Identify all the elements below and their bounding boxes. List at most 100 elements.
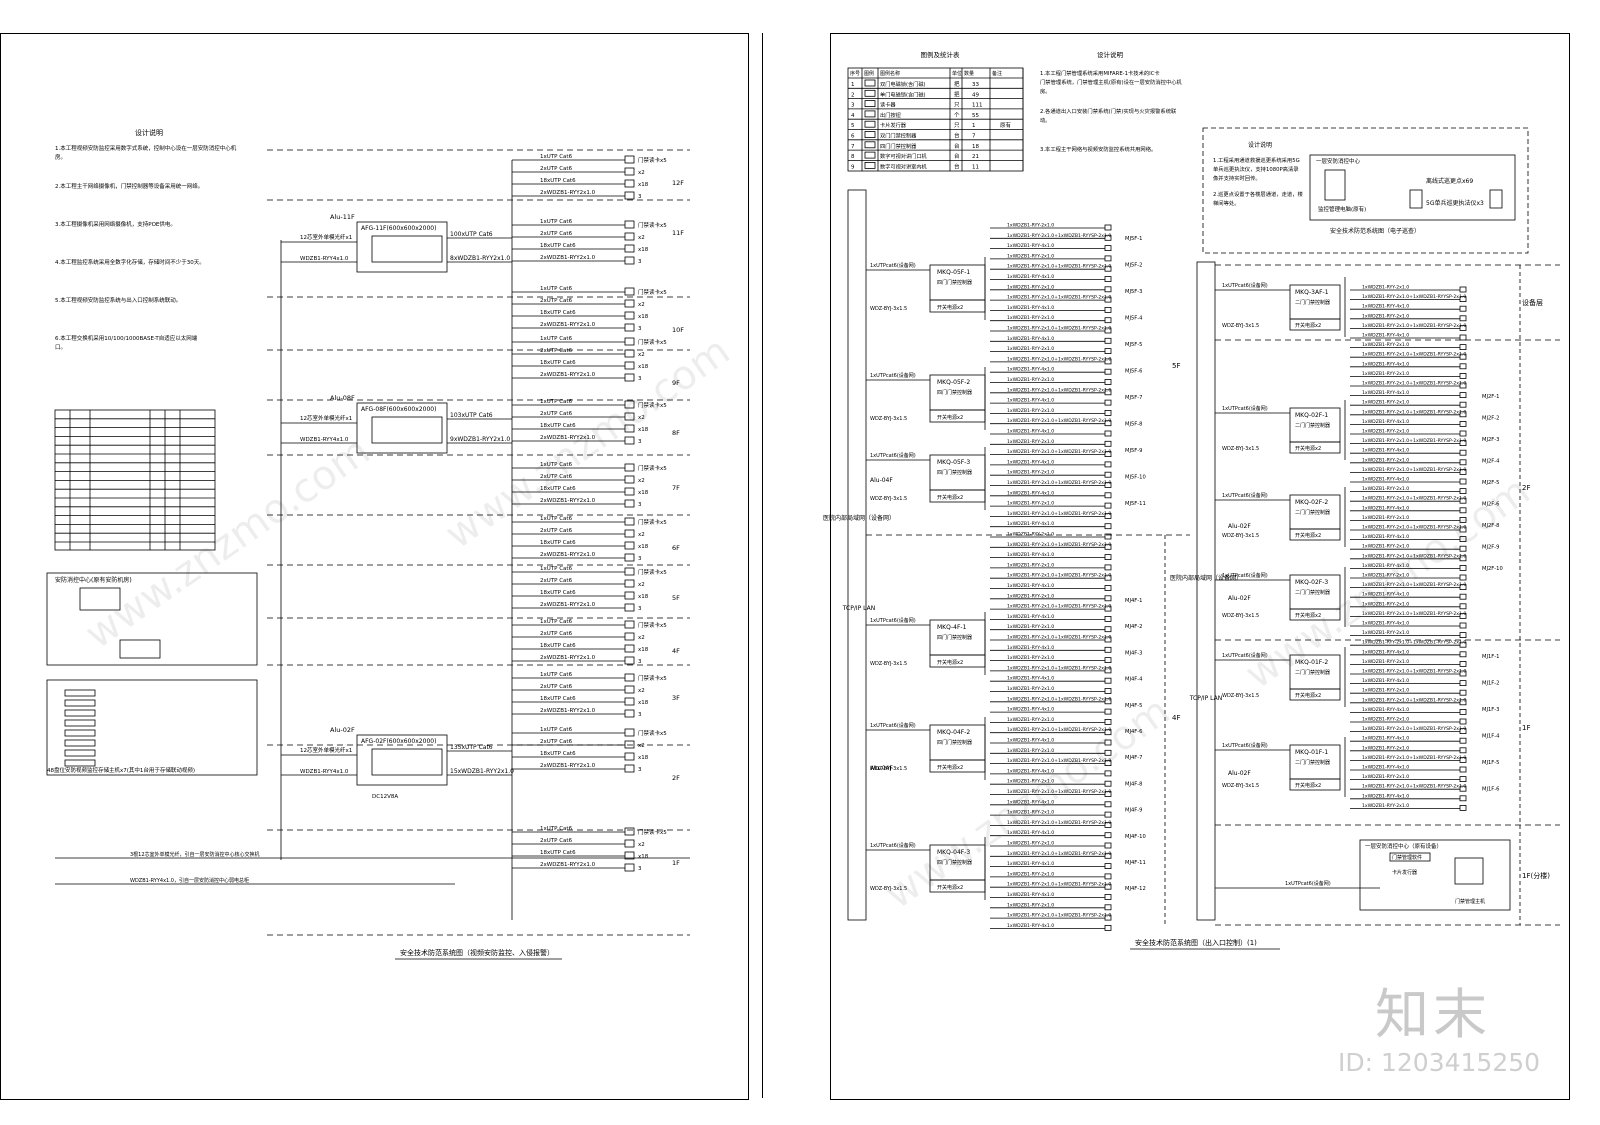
door-cable-label: 1xWDZB1-RYY-2x1.0 [1007,779,1054,785]
lock-symbol [1459,757,1467,763]
door-id: MJ2F-8 [1482,523,1499,529]
door-cable-label: 1xWDZB1-RYY-2x1.0+1xWDZB1-RYYSP-2x1.0 [1362,755,1466,761]
power-label: WDZ-BYJ-3x1.5 [1222,783,1259,789]
door-cable-label: 1xWDZB1-RYY-2x1.0+1xWDZB1-RYYSP-2x1.0 [1007,511,1111,517]
legend-unit: 台 [954,152,960,160]
psu-label: 开关电源x2 [1295,612,1321,619]
lock-symbol [1459,805,1467,811]
door-cable-label: 1xWDZB1-RYY-2x1.0+1xWDZB1-RYYSP-2x1.0 [1007,604,1111,610]
door-id: MJ4F-5 [1125,703,1142,709]
door-cable-label: 1xWDZB1-RYY-4x1.0 [1362,563,1409,569]
floor-label: 1F [1522,724,1530,732]
floor-label: 2F [1522,484,1530,492]
patrol-diagram [1309,154,1516,221]
door-id: MJ4F-4 [1125,677,1143,683]
door-cable-label: 1xWDZB1-RYY-2x1.0+1xWDZB1-RYYSP-2x1.0 [1362,784,1466,790]
device-count: x2 [638,352,645,358]
device-count: 门禁读卡x5 [638,568,667,576]
legend-symbol [864,151,876,159]
controller-type: 二门门禁控制器 [1295,669,1330,676]
lock-symbol [1459,286,1467,293]
lock-symbol [1104,327,1112,334]
legend-index: 9 [851,164,855,170]
lock-symbol [1104,440,1112,447]
door-id: MJ4F-6 [1125,729,1142,735]
lock-symbol [1459,718,1467,725]
door-cable-label: 1xWDZB1-RYY-2x1.0 [1007,655,1054,661]
power-label: WDZ-BYJ-3x1.5 [1222,693,1259,699]
door-cable-label: 1xWDZB1-RYY-4x1.0 [1007,923,1054,929]
controller-type: 二门门禁控制器 [1295,422,1330,429]
device-count: x2 [638,635,645,641]
door-cable-label: 1xWDZB1-RYY-2x1.0+1xWDZB1-RYYSP-2x1.0 [1362,294,1466,300]
lock-symbol [1459,776,1467,782]
patrol-note: 单兵巡更执法仪，支持1080P高清录 [1213,165,1299,173]
legend-index: 4 [851,113,855,119]
door-cable-label: 1xWDZB1-RYY-4x1.0 [1007,521,1054,527]
device-count: x18 [638,364,649,370]
door-cable-label: 1xWDZB1-RYY-4x1.0 [1362,390,1409,396]
door-cable-label: 1xWDZB1-RYY-4x1.0 [1007,583,1054,589]
device-count: 3 [638,326,642,332]
door-id: MJ2F-4 [1482,459,1500,465]
legend-symbol [864,131,876,138]
device-count: 3 [638,376,642,382]
device-count: 门禁读卡x5 [638,156,667,164]
cabinet-name: Alu-11F [330,213,355,221]
door-cable-label: 1xWDZB1-RYY-4x1.0 [1362,534,1409,540]
door-cable-label: 1xWDZB1-RYY-2x1.0+1xWDZB1-RYYSP-2x1.0 [1007,233,1111,239]
device-symbol [624,220,635,229]
floor-label: 7F [672,484,680,492]
device-count: 门禁读卡x5 [638,621,667,629]
device-count: 门禁读卡x5 [638,464,667,472]
feed-label: 1xUTPcat6(设备网) [1285,880,1331,887]
patrol-center: 一层安防消控中心 [1316,157,1361,165]
device-symbol [624,863,635,872]
door-cable-label: 1xWDZB1-RYY-2x1.0+1xWDZB1-RYYSP-2x1.0 [1362,525,1466,531]
door-cable-label: 1xWDZB1-RYY-2x1.0 [1362,717,1409,723]
power-label: WDZ-BYJ-3x1.5 [870,416,907,422]
feed-label: 1xUTPcat6(设备网) [1222,282,1268,289]
door-cable-label: 1xWDZB1-RYY-2x1.0+1xWDZB1-RYYSP-2x1.0 [1362,582,1466,588]
door-cable-label: 1xWDZB1-RYY-4x1.0 [1007,707,1054,713]
device-symbol [624,579,635,588]
door-cable-label: 1xWDZB1-RYY-2x1.0 [1362,659,1409,665]
legend-name: 数字可视对讲室内机 [880,162,928,170]
power-label: WDZ-BYJ-3x1.5 [870,766,907,772]
feed-label: 1xUTPcat6(设备网) [870,452,916,459]
door-cable-label: 1xWDZB1-RYY-2x1.0 [1362,688,1409,694]
device-count: x18 [638,314,649,320]
door-cable-label: 1xWDZB1-RYY-2x1.0+1xWDZB1-RYYSP-2x1.0 [1007,727,1111,733]
patrol-manager: 监控管理电脑(原有) [1318,205,1366,213]
cable-label: 2xUTP Cat6 [540,838,573,844]
door-cable-label: 1xWDZB1-RYY-4x1.0 [1007,305,1054,311]
legend-unit: 台 [954,142,960,150]
lock-symbol [1104,276,1112,282]
psu-label: 开关电源x2 [1295,445,1321,452]
lock-symbol [1459,459,1467,466]
door-cable-label: 1xWDZB1-RYY-2x1.0 [1362,429,1409,435]
legend-name: 读卡器 [880,101,896,109]
door-cable-label: 1xWDZB1-RYY-2x1.0 [1007,748,1054,754]
lock-symbol [1104,780,1112,787]
cable-label: 2xUTP Cat6 [540,298,573,304]
lock-symbol [1459,574,1467,581]
lock-symbol [1459,689,1467,696]
door-cable-label: 1xWDZB1-RYY-2x1.0+1xWDZB1-RYYSP-2x1.0 [1362,726,1466,732]
lock-symbol [1459,795,1467,802]
design-notes-title: 设计说明 [135,128,163,137]
lan-backbone-right [1196,261,1216,921]
cable-label: 2xUTP Cat6 [540,631,573,637]
door-id: MJ5F-7 [1125,395,1142,401]
device-count: x2 [638,415,645,421]
device-symbol [624,232,635,241]
cable-label: 2xUTP Cat6 [540,411,573,417]
lock-symbol [1104,667,1112,674]
lock-symbol [1459,449,1467,456]
legend-unit: 只 [954,122,960,129]
door-id: MJ2F-10 [1482,566,1503,572]
door-id: MJ5F-5 [1125,342,1142,348]
controller-name: MKQ-3AF-1 [1295,289,1329,296]
door-cable-label: 1xWDZB1-RYY-2x1.0 [1007,593,1054,599]
cabinet-spec: AFG-08F(600x600x2000) [361,406,436,413]
